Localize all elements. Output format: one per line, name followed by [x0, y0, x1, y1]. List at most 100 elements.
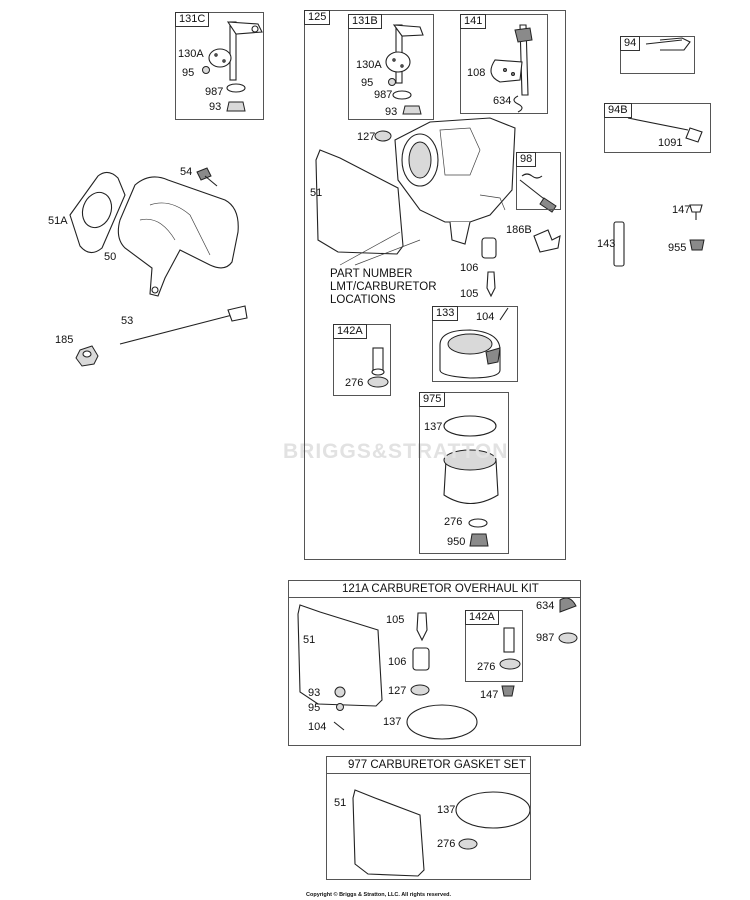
tag-131b: 131B [348, 14, 382, 29]
tag-131c: 131C [175, 12, 210, 27]
kit-label-104: 104 [308, 721, 327, 733]
part-label-987-b: 987 [374, 89, 393, 101]
gasket-set-title: 977 CARBURETOR GASKET SET [348, 759, 526, 771]
part-label-54: 54 [180, 166, 193, 178]
part-label-105: 105 [460, 288, 479, 300]
screw-part-147 [689, 204, 703, 220]
kit-pin-part [333, 721, 345, 731]
idle-screw-part [519, 173, 557, 213]
part-label-950: 950 [447, 536, 466, 548]
jet-part [481, 237, 497, 259]
fuel-bowl-part [443, 415, 499, 547]
part-label-93: 93 [209, 101, 222, 113]
group-box-975 [419, 392, 509, 554]
bowl-clamp-part [439, 307, 509, 379]
kit-needle-part [416, 612, 428, 642]
kit-label-634: 634 [536, 600, 555, 612]
group-box-133 [432, 306, 518, 382]
throttle-shaft-part [202, 21, 263, 112]
gasket-set-label-51: 51 [334, 797, 347, 809]
part-label-130a: 130A [178, 48, 204, 60]
location-note-line-2: LMT/CARBURETOR [330, 281, 437, 293]
part-label-185: 185 [55, 334, 74, 346]
part-label-276: 276 [345, 377, 364, 389]
kit-label-105: 105 [386, 614, 405, 626]
location-note: PART NUMBER LMT/CARBURETOR LOCATIONS [330, 268, 437, 307]
tag-133: 133 [432, 306, 459, 321]
gasket-set-gasket-part [352, 789, 425, 877]
intake-elbow-part [117, 176, 239, 297]
copyright-notice: Copyright © Briggs & Stratton, LLC. All … [306, 892, 452, 898]
needle-part [486, 271, 496, 298]
gasket-set-washer-part [458, 838, 478, 850]
throttle-shaft-part-131b [385, 24, 424, 115]
kit-choke-seal-part [559, 597, 577, 613]
tag-98: 98 [516, 152, 537, 167]
kit-label-51: 51 [303, 634, 316, 646]
kit-seal-part [410, 684, 430, 696]
overhaul-kit-box [288, 580, 581, 746]
kit-label-93: 93 [308, 687, 321, 699]
nut-part [75, 345, 99, 367]
part-label-51: 51 [310, 187, 323, 199]
kit-fuel-tube-part [499, 627, 521, 670]
kit-label-147: 147 [480, 689, 499, 701]
gasket-set-box [326, 756, 531, 880]
gasket-set-label-137: 137 [437, 804, 456, 816]
part-label-987: 987 [205, 86, 224, 98]
kit-label-127: 127 [388, 685, 407, 697]
part-label-104: 104 [476, 311, 495, 323]
gasket-set-label-276: 276 [437, 838, 456, 850]
kit-screw-part-147 [501, 685, 515, 697]
part-label-1091: 1091 [658, 137, 683, 149]
part-label-51a: 51A [48, 215, 68, 227]
tag-94: 94 [620, 36, 641, 51]
tag-141: 141 [460, 14, 487, 29]
spring-screw-part-94b [627, 117, 703, 143]
gasket-set-divider [326, 773, 531, 774]
choke-shaft-part [490, 24, 533, 113]
spring-screw-part [645, 37, 691, 51]
part-label-108: 108 [467, 67, 486, 79]
part-label-143: 143 [597, 238, 616, 250]
group-box-131c [175, 12, 264, 120]
part-label-127: 127 [357, 131, 376, 143]
part-label-95: 95 [182, 67, 195, 79]
location-note-line-3: LOCATIONS [330, 294, 396, 306]
part-label-137: 137 [424, 421, 443, 433]
stud-bolt-part [119, 305, 248, 345]
watermark: BRIGGS&STRATTON [283, 440, 509, 463]
kit-jet-part [412, 647, 430, 671]
screw-part-955 [689, 239, 705, 251]
screw-part [196, 167, 218, 187]
kit-screw-part [336, 703, 344, 711]
part-label-53: 53 [121, 315, 134, 327]
fuel-tube-part [367, 347, 389, 388]
kit-gasket-part [297, 604, 383, 707]
group-box-141 [460, 14, 548, 114]
group-box-125 [304, 10, 566, 560]
part-label-276-b: 276 [444, 516, 463, 528]
group-box-131b [348, 14, 434, 120]
overhaul-kit-title: 121A CARBURETOR OVERHAUL KIT [342, 583, 539, 595]
part-label-186b: 186B [506, 224, 532, 236]
group-box-94b [604, 103, 711, 153]
part-label-130a-b: 130A [356, 59, 382, 71]
group-box-94 [620, 36, 695, 74]
carburetor-body-part [394, 117, 516, 245]
part-label-50: 50 [104, 251, 117, 263]
part-label-147: 147 [672, 204, 691, 216]
location-note-line-1: PART NUMBER [330, 268, 413, 280]
kit-o-ring-part [406, 704, 478, 740]
tag-94b: 94B [604, 103, 632, 118]
tag-142a-kit: 142A [465, 610, 499, 625]
tag-142a: 142A [333, 324, 367, 339]
seal-part [374, 130, 392, 142]
overhaul-kit-divider [288, 597, 581, 598]
part-label-106: 106 [460, 262, 479, 274]
tag-975: 975 [419, 392, 446, 407]
fuel-tube-part-143 [613, 221, 625, 267]
kit-label-987: 987 [536, 632, 555, 644]
part-label-955: 955 [668, 242, 687, 254]
